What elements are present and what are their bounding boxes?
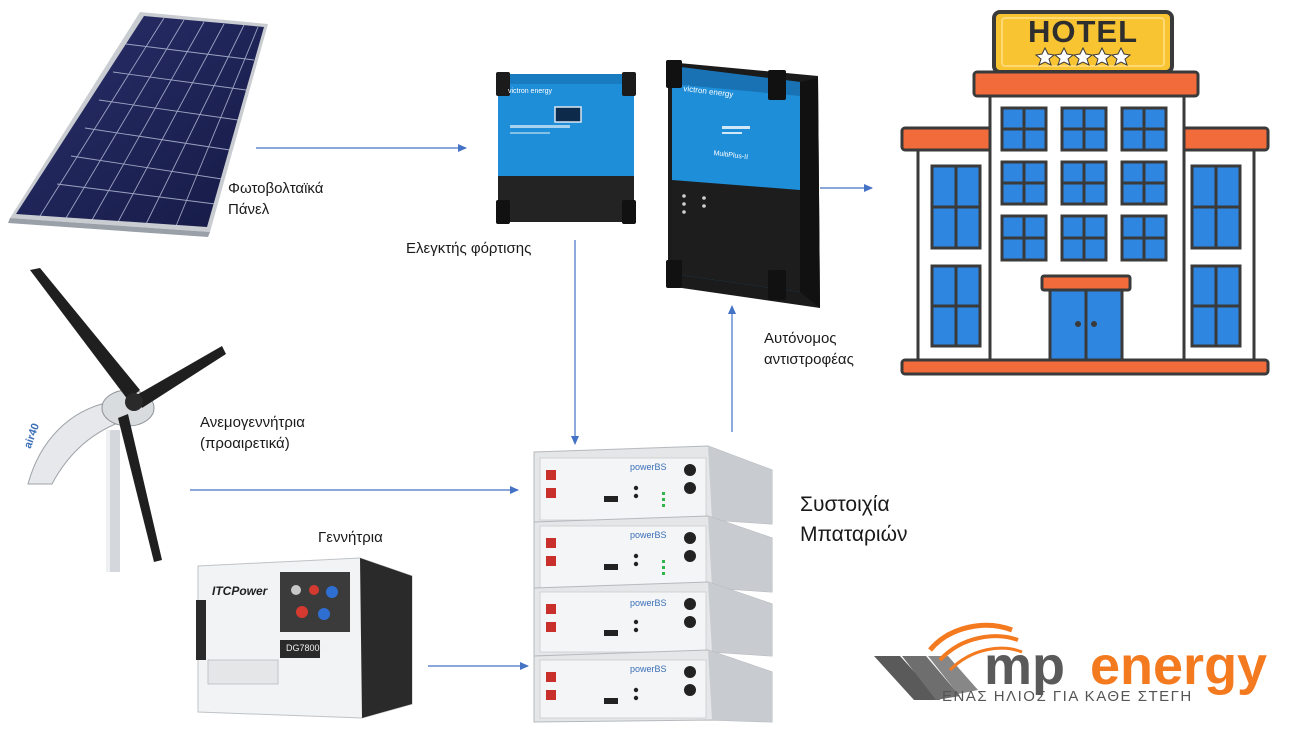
- battery-brand-mark: powerBS: [630, 598, 667, 608]
- battery-brand-mark: powerBS: [630, 664, 667, 674]
- controller-brand-mark: victron energy: [508, 88, 552, 95]
- charge-controller-label: Ελεγκτής φόρτισης: [406, 240, 532, 257]
- solar-panel-label: Φωτοβολταϊκά Πάνελ: [228, 180, 324, 218]
- star-icon: [1072, 46, 1094, 66]
- battery-brand-mark: powerBS: [630, 462, 667, 472]
- battery-bank-label: Συστοιχία Μπαταριών: [800, 493, 908, 546]
- star-icon: [1034, 46, 1056, 66]
- inverter-model-mark: MultiPlus-II: [713, 150, 749, 162]
- generator-model-mark: DG7800SE: [286, 643, 332, 653]
- logo-name-mp: mp: [984, 636, 1065, 696]
- star-icon: [1091, 46, 1113, 66]
- turbine-brand-mark: air40: [22, 421, 43, 451]
- logo-name-energy: energy: [1090, 636, 1268, 696]
- logo-slogan: ΕΝΑΣ ΗΛΙΟΣ ΓΙΑ ΚΑΘΕ ΣΤΕΓΗ: [942, 688, 1193, 705]
- inverter-label: Αυτόνομος αντιστροφέας: [764, 330, 854, 368]
- inverter-brand-mark: victron energy: [682, 84, 734, 100]
- star-icon: [1110, 46, 1132, 66]
- battery-brand-mark: powerBS: [630, 530, 667, 540]
- star-icon: [1053, 46, 1075, 66]
- wind-turbine-label: Ανεμογεννήτρια (προαιρετικά): [200, 414, 305, 452]
- generator-label: Γεννήτρια: [318, 529, 383, 546]
- generator-brand-mark: ITCPower: [212, 584, 268, 598]
- hotel-sign-text: HOTEL: [1027, 14, 1139, 49]
